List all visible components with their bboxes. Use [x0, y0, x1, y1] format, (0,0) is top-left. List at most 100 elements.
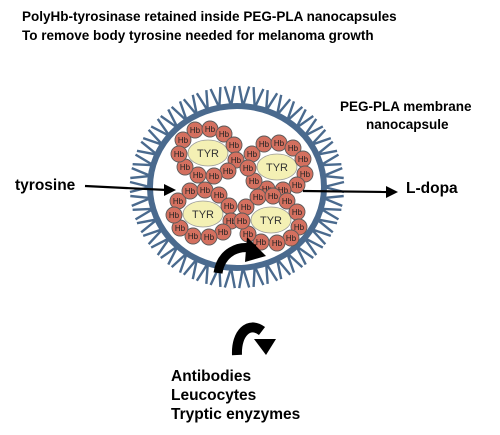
membrane-spike [322, 194, 344, 208]
membrane-spike [264, 90, 279, 112]
membrane-spike [130, 194, 152, 208]
hemoglobin-molecule [215, 125, 233, 143]
hemoglobin-label: Hb [205, 125, 216, 134]
hemoglobin-label: Hb [229, 141, 240, 150]
hemoglobin-molecule [284, 139, 302, 157]
hemoglobin-label: Hb [243, 164, 254, 173]
membrane-label-line-2: nanocapsule [366, 117, 449, 132]
membrane-spike [238, 267, 251, 289]
tyrosinase-core [256, 153, 298, 181]
hemoglobin-label: Hb [249, 177, 260, 186]
hemoglobin-label: Hb [292, 208, 303, 217]
hemoglobin-molecule [233, 212, 251, 230]
membrane-spike [238, 85, 251, 107]
hemoglobin-label: Hb [288, 144, 299, 153]
hemoglobin-label: Hb [243, 230, 254, 239]
membrane-spike [130, 166, 152, 180]
hemoglobin-label: Hb [253, 193, 264, 202]
membrane-spike [295, 108, 314, 129]
membrane-spike [310, 128, 332, 147]
hemoglobin-molecule [210, 186, 228, 204]
hemoglobin-label: Hb [247, 150, 258, 159]
tyrosinase-label: TYR [260, 215, 282, 227]
hemoglobin-molecule [189, 166, 207, 184]
hemoglobin-label: Hb [237, 217, 248, 226]
hemoglobin-label: Hb [173, 197, 184, 206]
membrane-spike [252, 265, 265, 287]
membrane-spike [136, 140, 158, 156]
hemoglobin-label: Hb [180, 163, 191, 172]
membrane-spike [160, 245, 179, 266]
hemoglobin-molecule [239, 159, 257, 177]
membrane-spike [295, 245, 314, 266]
excluded-agent-antibodies: Antibodies [171, 368, 252, 385]
hemoglobin-label: Hb [185, 187, 196, 196]
hemoglobin-label: Hb [300, 170, 311, 179]
hemoglobin-label: Hb [169, 211, 180, 220]
hemoglobin-label: Hb [204, 233, 215, 242]
hemoglobin-label: Hb [292, 181, 303, 190]
hemoglobin-label: Hb [214, 191, 225, 200]
membrane-spike [170, 252, 188, 274]
hemoglobin-label: Hb [175, 224, 186, 233]
hemoglobin-label: Hb [231, 156, 242, 165]
membrane-spikes [129, 85, 345, 289]
hemoglobin-label: Hb [286, 234, 297, 243]
tyrosinase-core [182, 200, 224, 228]
tyrosinase-label: TYR [192, 209, 214, 221]
membrane-spike [286, 252, 304, 274]
hemoglobin-label: Hb [278, 186, 289, 195]
membrane-label-line-1: PEG-PLA membrane [340, 99, 472, 114]
curved-arrow-below-icon [231, 322, 276, 356]
membrane-spike [303, 237, 324, 256]
membrane-spike [275, 94, 292, 116]
excluded-agents-list: Antibodies Leucocytes Tryptic enyzymes [171, 367, 300, 424]
hemoglobin-label: Hb [224, 202, 235, 211]
tyrosine-label: tyrosine [15, 177, 76, 194]
membrane-spike [150, 237, 171, 256]
membrane-spike [223, 267, 236, 289]
l-dopa-out-arrow [302, 186, 398, 198]
hemoglobin-molecule [170, 145, 188, 163]
membrane-spike [320, 207, 342, 221]
hemoglobin-molecule [165, 206, 183, 224]
membrane-spike [316, 218, 338, 234]
tyrosinase-core [250, 206, 292, 234]
curved-arrow-inside-icon [213, 237, 266, 275]
membrane-spike [132, 207, 154, 221]
membrane-spike [142, 128, 164, 147]
hemoglobin-label: Hb [282, 197, 293, 206]
hemoglobin-label: Hb [219, 130, 230, 139]
membrane-spike [209, 87, 222, 109]
membrane-spike [275, 258, 292, 280]
membrane-spike [132, 153, 154, 167]
hemoglobin-label: Hb [272, 239, 283, 248]
hemoglobin-molecule [184, 227, 202, 245]
hemoglobin-label: Hb [274, 139, 285, 148]
l-dopa-label: L-dopa [406, 180, 458, 197]
tyrosine-in-arrow [84, 184, 176, 196]
membrane-spike [223, 85, 236, 107]
hemoglobin-label: Hb [190, 126, 201, 135]
hemoglobin-molecule [252, 233, 270, 251]
hemoglobin-label: Hb [226, 217, 237, 226]
membrane-spike [316, 140, 338, 156]
hemoglobin-label: Hb [218, 228, 229, 237]
membrane-spike [150, 118, 171, 137]
tyrosinase-label: TYR [266, 162, 288, 174]
membrane-spike [182, 258, 199, 280]
membrane-spike [322, 166, 344, 180]
membrane-spike [136, 218, 158, 234]
excluded-agent-leucocytes: Leucocytes [171, 387, 257, 404]
hemoglobin-label: Hb [209, 172, 220, 181]
hemoglobin-label: Hb [298, 155, 309, 164]
excluded-agent-tryptic-enzymes: Tryptic enyzymes [171, 406, 301, 423]
hemoglobin-label: Hb [259, 140, 270, 149]
hemoglobin-label: Hb [200, 186, 211, 195]
